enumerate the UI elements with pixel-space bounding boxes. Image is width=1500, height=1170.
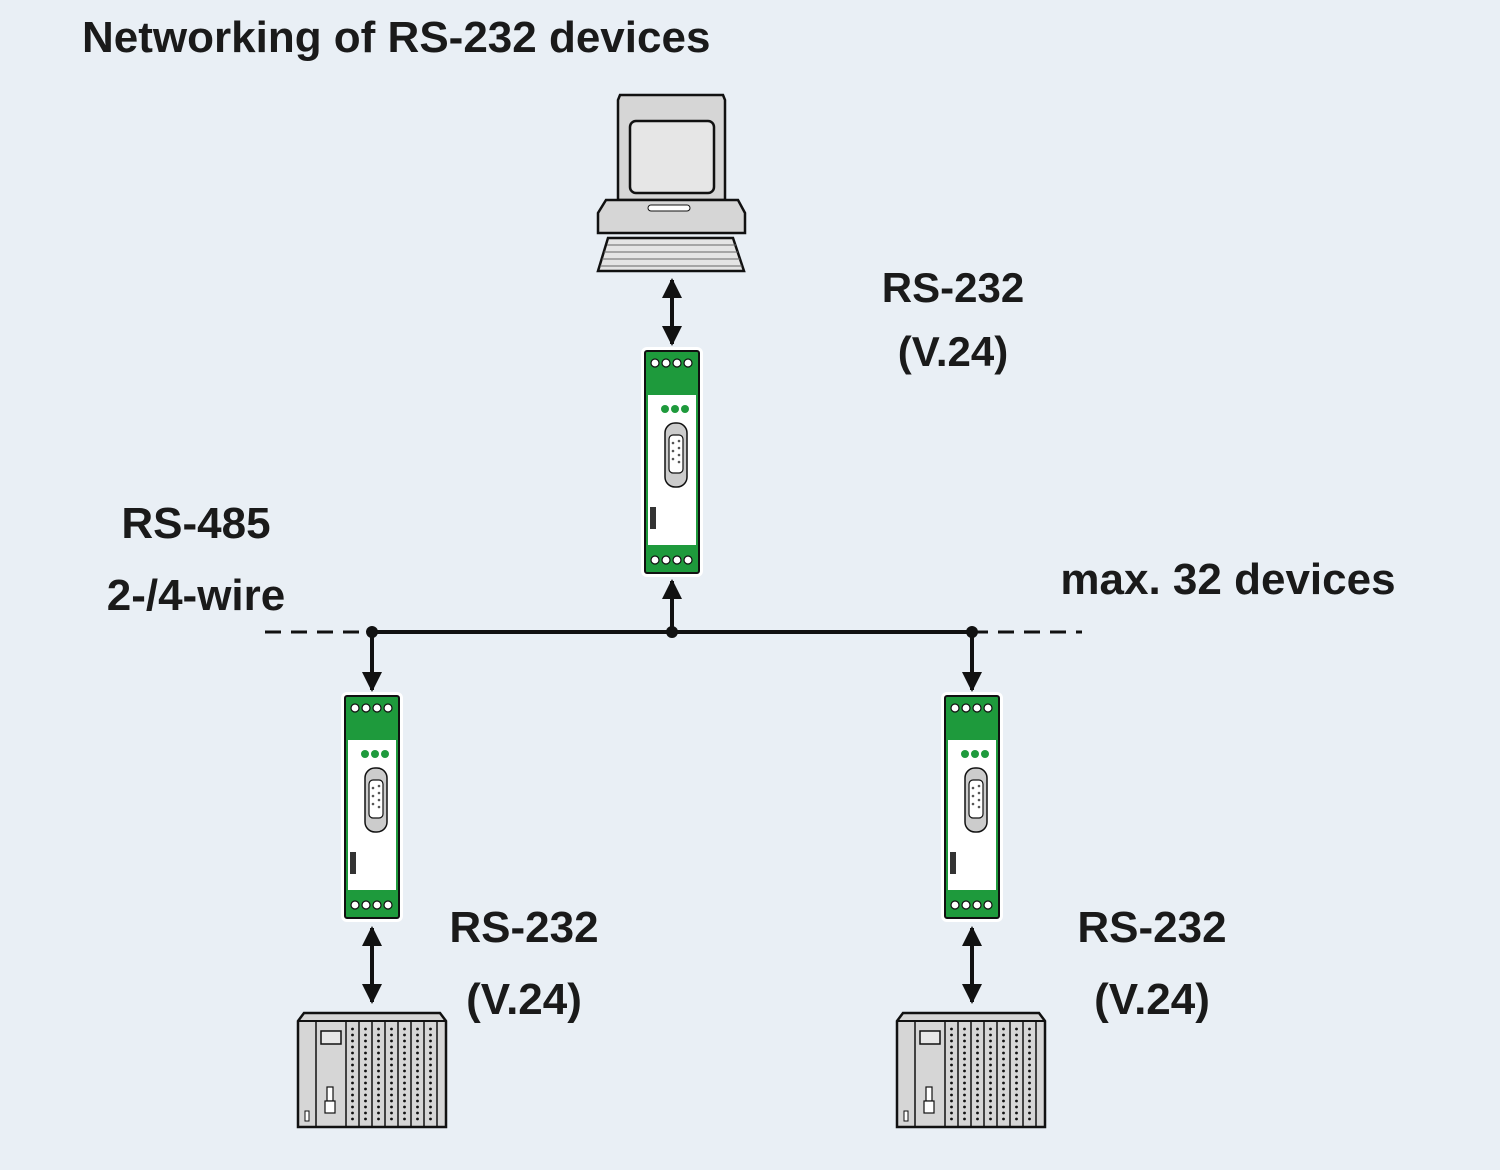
right-interface-label: RS-232 (1077, 903, 1226, 952)
left-interface-label: RS-232 (449, 903, 598, 952)
left-plc-icon (296, 1011, 448, 1129)
right-plc-icon (895, 1011, 1047, 1129)
bus-type-label: RS-485 (121, 499, 270, 548)
left-interface-sublabel: (V.24) (466, 975, 582, 1024)
bus-wire-label: 2-/4-wire (107, 571, 286, 620)
right-interface-sublabel: (V.24) (1094, 975, 1210, 1024)
left-converter-module (340, 691, 404, 923)
top-interface-label: RS-232 (882, 264, 1024, 311)
rs485-bus (265, 626, 1082, 638)
computer-icon (596, 93, 747, 273)
top-interface-sublabel: (V.24) (898, 328, 1009, 375)
right-converter-module (940, 691, 1004, 923)
top-converter-module (640, 346, 704, 578)
bus-capacity-label: max. 32 devices (1060, 555, 1395, 604)
diagram-title: Networking of RS-232 devices (82, 13, 710, 62)
connection-arrows (362, 278, 982, 1004)
